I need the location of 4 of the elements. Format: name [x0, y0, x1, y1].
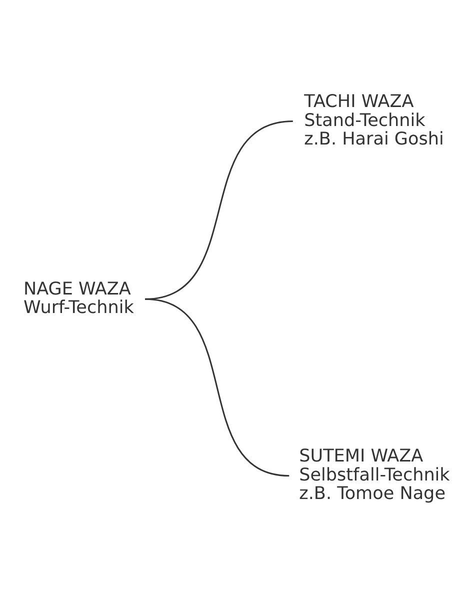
node-text: TACHI WAZA Stand-Technik z.B. Harai Goshi [304, 92, 444, 150]
node-text: NAGE WAZA Wurf-Technik [24, 279, 134, 318]
connector [144, 298, 290, 477]
node-text: SUTEMI WAZA Selbstfall-Technik z.B. Tomoe Nage [299, 446, 450, 504]
